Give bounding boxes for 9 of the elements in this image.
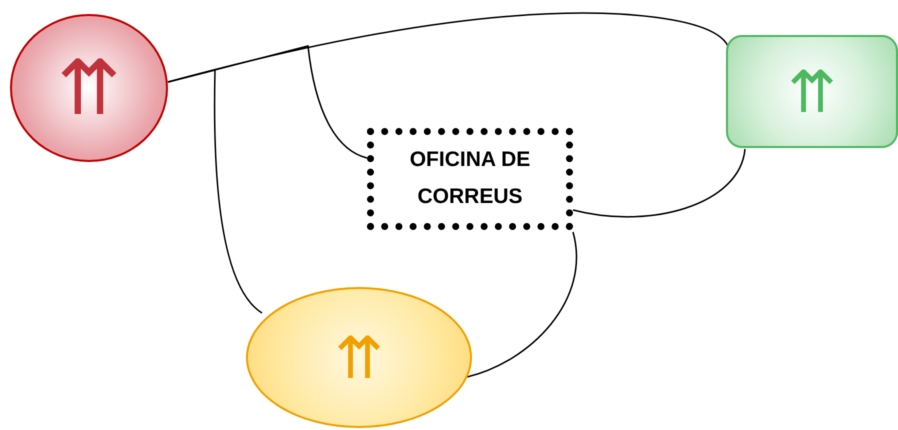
connector-line [168, 12, 729, 83]
double-arrow-symbol: ⇈ [334, 328, 384, 386]
double-arrow-symbol: ⇈ [57, 50, 121, 126]
dotted-box-node [367, 128, 573, 230]
double-arrow-symbol: ⇈ [788, 62, 836, 120]
connector-line [572, 148, 746, 218]
node-label: OFICINA DE CORREUS [408, 147, 532, 210]
connector-line [168, 45, 368, 159]
rounded-box-node [726, 35, 898, 148]
